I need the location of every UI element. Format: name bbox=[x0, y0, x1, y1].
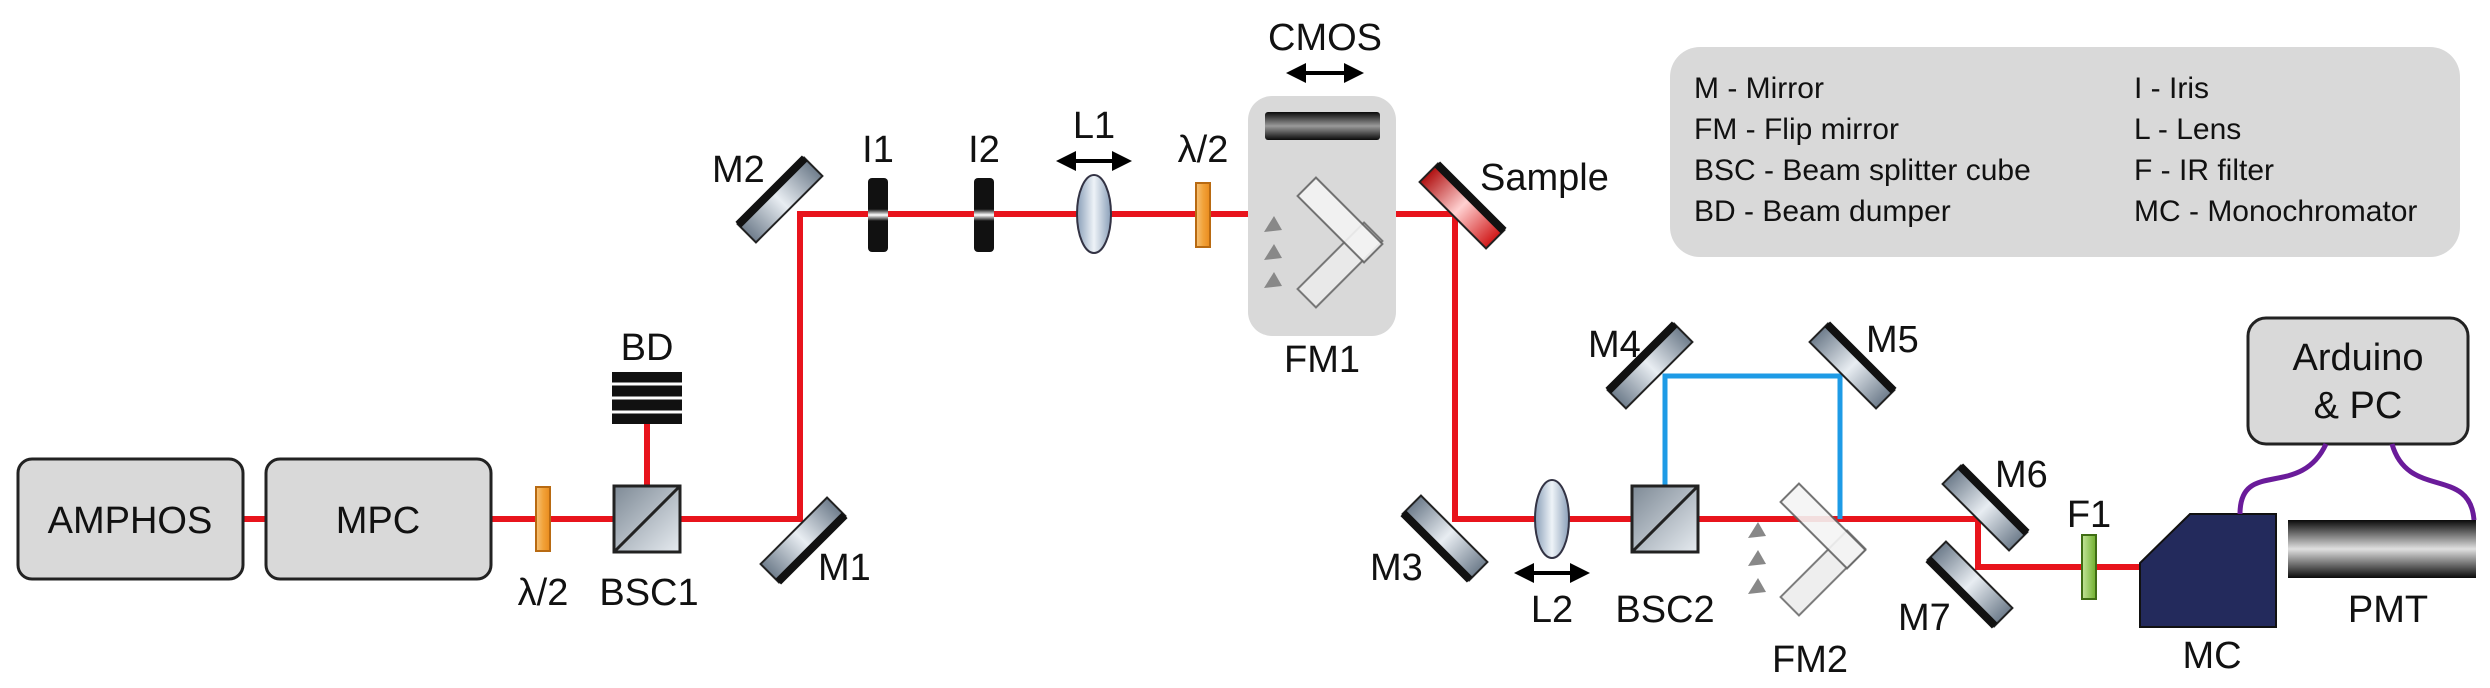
m4-label: M4 bbox=[1588, 324, 1641, 366]
i1-label: I1 bbox=[862, 129, 894, 171]
half-waveplate-2-label: λ/2 bbox=[1178, 129, 1229, 171]
mirror-m7: M7 bbox=[1898, 540, 2014, 639]
legend-iris: I - Iris bbox=[2134, 72, 2209, 105]
iris-i2: I2 bbox=[968, 129, 1000, 252]
fm1-label: FM1 bbox=[1284, 339, 1360, 381]
mpc-label: MPC bbox=[336, 500, 420, 542]
m2-label: M2 bbox=[712, 149, 765, 191]
beam-dumper: BD bbox=[612, 327, 682, 424]
mirror-m2: M2 bbox=[712, 149, 824, 244]
lens-l1: L1 bbox=[1056, 105, 1132, 254]
lens-l2: L2 bbox=[1514, 479, 1590, 631]
l1-label: L1 bbox=[1073, 105, 1115, 147]
pc-label: & PC bbox=[2314, 385, 2403, 427]
mirror-m6: M6 bbox=[1941, 454, 2048, 552]
flip-mirror-fm2: FM2 bbox=[1748, 482, 1867, 681]
legend-ir-filter: F - IR filter bbox=[2134, 154, 2274, 187]
mirror-m1: M1 bbox=[759, 496, 871, 589]
sample: Sample bbox=[1418, 157, 1609, 250]
m7-label: M7 bbox=[1898, 597, 1951, 639]
arduino-label: Arduino bbox=[2293, 337, 2424, 379]
fm2-label: FM2 bbox=[1772, 639, 1848, 681]
legend-monochromator: MC - Monochromator bbox=[2134, 195, 2417, 228]
pmt-label: PMT bbox=[2348, 589, 2428, 631]
cable-pmt bbox=[2389, 443, 2477, 521]
beam-splitter-cube-2: BSC2 bbox=[1615, 484, 1715, 631]
legend-beam-splitter: BSC - Beam splitter cube bbox=[1694, 154, 2031, 187]
iris-i1: I1 bbox=[862, 129, 894, 252]
mirror-m3: M3 bbox=[1370, 494, 1489, 589]
half-waveplate-1-label: λ/2 bbox=[518, 572, 569, 614]
mc-label: MC bbox=[2182, 635, 2241, 677]
m3-label: M3 bbox=[1370, 547, 1423, 589]
m6-label: M6 bbox=[1995, 454, 2048, 496]
half-waveplate-1: λ/2 bbox=[518, 486, 569, 614]
bsc2-label: BSC2 bbox=[1615, 589, 1714, 631]
beam-splitter-cube-1: BSC1 bbox=[599, 484, 699, 614]
legend-lens: L - Lens bbox=[2134, 113, 2241, 146]
amphos-label: AMPHOS bbox=[48, 500, 213, 542]
bd-label: BD bbox=[621, 327, 674, 369]
arduino-pc-box: Arduino & PC bbox=[2246, 316, 2470, 446]
m5-label: M5 bbox=[1866, 319, 1919, 361]
mpc-box: MPC bbox=[264, 457, 493, 581]
i2-label: I2 bbox=[968, 129, 1000, 171]
amphos-box: AMPHOS bbox=[16, 457, 245, 581]
bsc1-label: BSC1 bbox=[599, 572, 698, 614]
monochromator: MC bbox=[2139, 513, 2277, 677]
half-waveplate-2: λ/2 bbox=[1178, 129, 1229, 248]
red-beam-main bbox=[240, 211, 2000, 522]
l2-label: L2 bbox=[1531, 589, 1573, 631]
flip-mirror-fm1: FM1 bbox=[1264, 176, 1384, 381]
cmos-label: CMOS bbox=[1268, 17, 1382, 59]
legend-beam-dumper: BD - Beam dumper bbox=[1694, 195, 1951, 228]
legend-flip-mirror: FM - Flip mirror bbox=[1694, 113, 1899, 146]
cmos-camera: CMOS bbox=[1265, 17, 1382, 140]
sample-label: Sample bbox=[1480, 157, 1609, 199]
cable-mc bbox=[2237, 442, 2329, 515]
legend-box: M - Mirror FM - Flip mirror BSC - Beam s… bbox=[1670, 47, 2460, 257]
blue-beam-interferometer bbox=[1662, 373, 1843, 519]
legend-mirror: M - Mirror bbox=[1694, 72, 1824, 105]
mirror-m4: M4 bbox=[1588, 321, 1694, 410]
f1-label: F1 bbox=[2067, 494, 2111, 536]
m1-label: M1 bbox=[818, 547, 871, 589]
control-cables bbox=[2237, 442, 2477, 521]
photomultiplier-tube: PMT bbox=[2288, 520, 2476, 631]
mirror-m5: M5 bbox=[1808, 319, 1919, 410]
ir-filter-f1: F1 bbox=[2067, 494, 2111, 600]
